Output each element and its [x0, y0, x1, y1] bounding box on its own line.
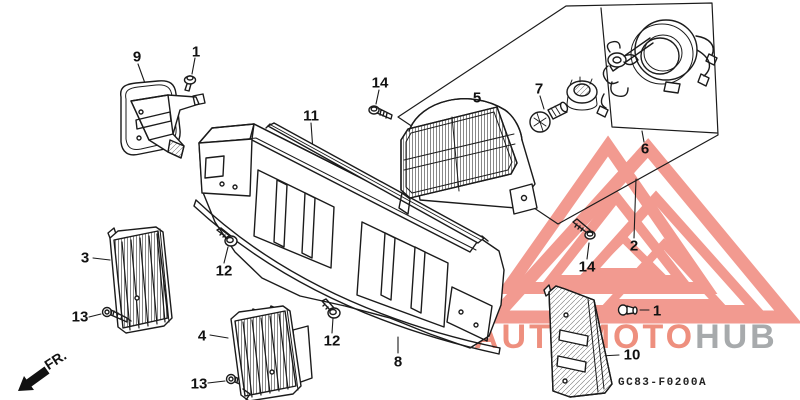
screw-part1-bottom	[617, 304, 638, 316]
watermark-brand-secondary: HUB	[695, 318, 778, 356]
callout-5: 5	[472, 89, 482, 107]
callout-2: 2	[629, 237, 639, 255]
cover-flap-part10	[543, 284, 613, 398]
grille-part4	[230, 305, 313, 400]
callout-leader-lines	[88, 57, 650, 384]
grille-part3	[107, 226, 173, 334]
callout-3: 3	[80, 249, 90, 267]
callout-8: 8	[393, 353, 403, 371]
lower-molding	[193, 199, 501, 355]
headlight-part5	[398, 98, 538, 215]
socket-assembly-part6	[566, 19, 718, 118]
fr-direction-arrow	[18, 366, 50, 391]
callout-1a: 1	[191, 43, 201, 61]
front-panel-part8	[193, 123, 505, 355]
bolt-part14-middle	[572, 218, 596, 240]
callout-4: 4	[197, 327, 207, 345]
callout-1b: 1	[652, 302, 662, 320]
callout-7: 7	[534, 80, 544, 98]
callout-10: 10	[623, 346, 641, 364]
trim-strip-part11	[265, 122, 489, 244]
side-housing-part9	[120, 80, 206, 159]
callout-14a: 14	[371, 74, 389, 92]
screw-part1-top	[183, 75, 197, 92]
bulb-part7	[529, 101, 569, 133]
callout-13b: 13	[190, 375, 208, 393]
screw-part13-left	[101, 306, 132, 323]
callout-12b: 12	[323, 332, 341, 350]
callout-11: 11	[303, 107, 319, 125]
callout-13a: 13	[71, 308, 89, 326]
screw-part12-center	[321, 298, 341, 319]
callout-9: 9	[132, 48, 142, 66]
callout-14b: 14	[578, 258, 596, 276]
drawing-part-code: GC83-F0200A	[618, 377, 708, 389]
callout-12a: 12	[215, 262, 233, 280]
bolt-part14-top	[368, 105, 393, 120]
callout-6: 6	[640, 140, 650, 158]
screw-part12-left	[216, 227, 238, 247]
